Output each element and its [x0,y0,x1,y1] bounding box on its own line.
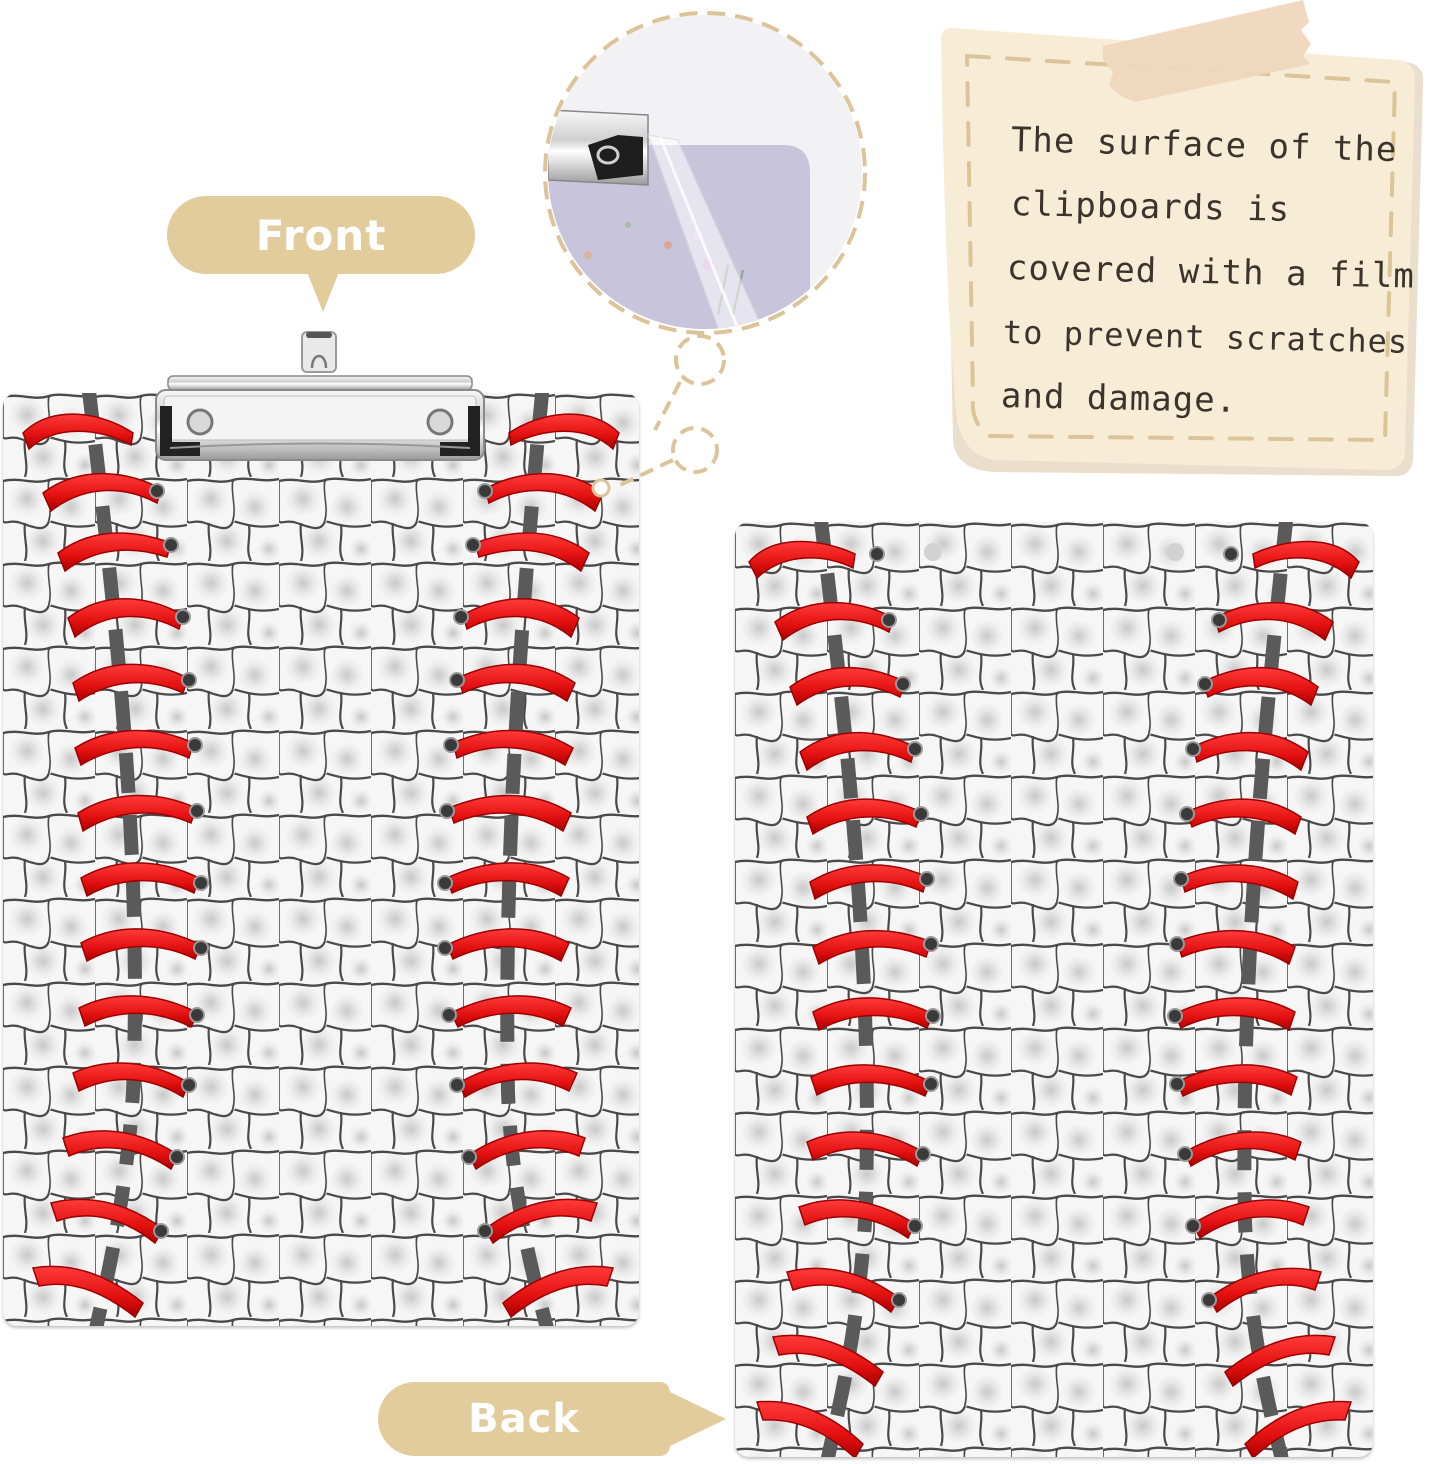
film-detail-inset [548,15,862,329]
clip-icon [155,331,485,461]
note-line: to prevent scratches [1002,313,1409,361]
back-label: Back [378,1382,726,1456]
back-clipboard [735,522,1373,1457]
metal-clip[interactable] [150,330,490,465]
connector-bubbles [591,334,726,498]
back-label-text: Back [468,1396,580,1442]
note-line: clipboards is [1010,184,1291,230]
detail-dashed-ring [543,11,867,335]
note-line: The surface of the [1010,120,1398,171]
front-clipboard [3,393,639,1326]
note-line: and damage. [1000,376,1238,421]
note-message: The surface of the clipboards is covered… [1001,108,1416,428]
note-paper [941,0,1424,477]
film-peel-illustration [548,15,862,329]
baseball-stitch-pattern [3,393,639,1326]
front-label: Front [167,196,475,312]
note-line: covered with a film [1006,248,1416,297]
baseball-stitch-pattern [735,522,1373,1457]
front-label-text: Front [255,210,387,260]
info-sticky-note: The surface of the clipboards is covered… [935,0,1445,500]
